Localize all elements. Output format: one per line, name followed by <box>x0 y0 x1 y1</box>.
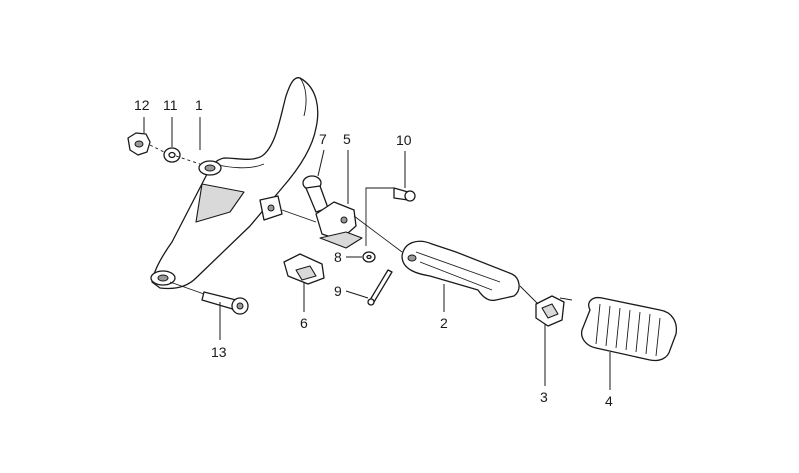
callout-12: 12 <box>134 97 150 113</box>
part-3-clip <box>535 295 573 327</box>
part-10-screw <box>393 187 416 202</box>
part-9-cotter-pin <box>367 269 393 306</box>
assembly-lines <box>149 144 539 305</box>
part-7-pin <box>302 175 329 213</box>
callout-5: 5 <box>343 131 351 147</box>
callout-7: 7 <box>319 131 327 147</box>
callout-labels: 12 11 1 7 5 10 8 9 6 2 13 3 4 <box>134 97 613 409</box>
part-13-bolt <box>201 291 249 315</box>
leader-lines <box>143 117 611 390</box>
part-4-rubber-cover <box>580 296 678 362</box>
callout-9: 9 <box>334 283 342 299</box>
part-6-spacer <box>283 253 325 285</box>
part-11-washer <box>163 147 181 163</box>
part-12-nut <box>127 132 151 156</box>
part-1-bracket <box>150 77 319 290</box>
callout-10: 10 <box>396 132 412 148</box>
callout-2: 2 <box>440 315 448 331</box>
part-2-footpeg <box>401 240 520 302</box>
callout-13: 13 <box>211 344 227 360</box>
part-8-washer <box>362 251 376 263</box>
part-5-clamp <box>315 201 363 249</box>
callout-3: 3 <box>540 389 548 405</box>
callout-8: 8 <box>334 249 342 265</box>
callout-4: 4 <box>605 393 613 409</box>
callout-6: 6 <box>300 315 308 331</box>
callout-1: 1 <box>195 97 203 113</box>
callout-11: 11 <box>163 97 178 113</box>
